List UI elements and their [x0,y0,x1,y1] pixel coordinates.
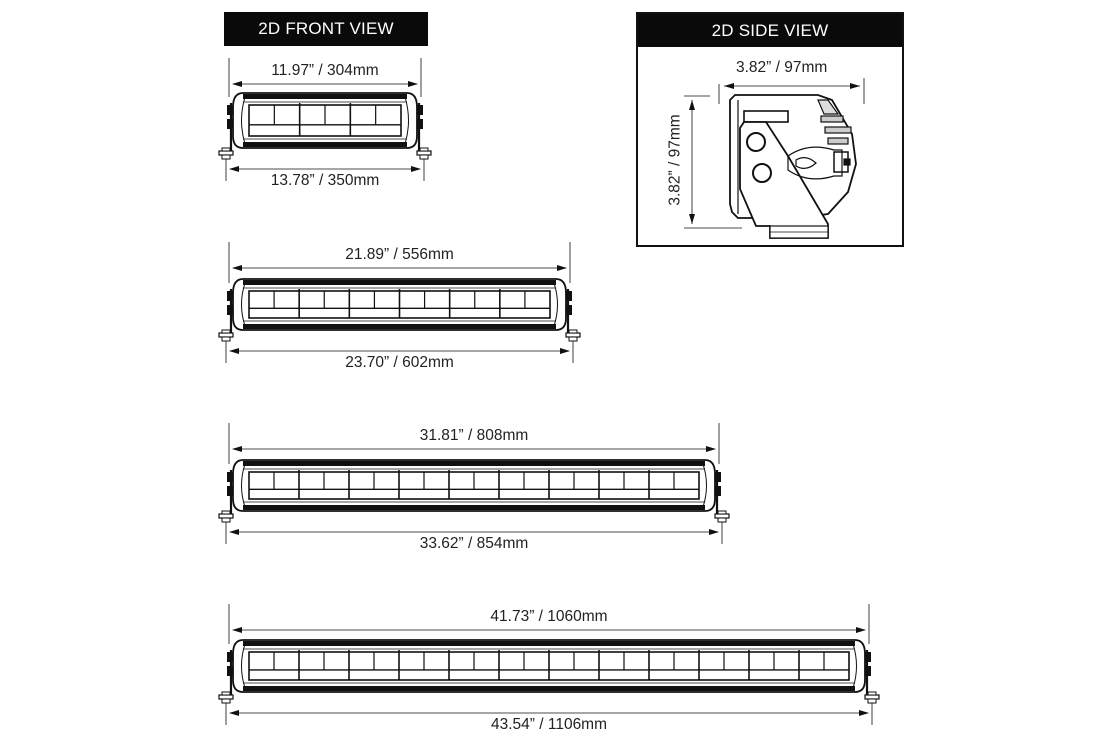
bar-1060mm-drawing [218,604,880,725]
bar-808mm-drawing [218,423,730,544]
bar-304mm-body-width-label: 11.97” / 304mm [271,62,379,79]
bar-808mm-overall-width-label: 33.62” / 854mm [419,535,529,552]
front-view-title: 2D FRONT VIEW [224,12,428,46]
side-view-drawing [684,78,865,239]
bar-304mm-overall-width-label: 13.78” / 350mm [270,172,380,189]
side-depth-label: 3.82” / 97mm [736,59,828,76]
bar-556mm-drawing [218,242,581,363]
bar-808mm-body-width-label: 31.81” / 808mm [419,427,529,444]
bar-1060mm-overall-width-label: 43.54” / 1106mm [490,716,608,733]
bar-1060mm-body-width-label: 41.73” / 1060mm [490,608,608,625]
bar-304mm-drawing [218,58,432,181]
bar-556mm-overall-width-label: 23.70” / 602mm [345,354,454,371]
side-view-title: 2D SIDE VIEW [638,14,902,47]
bar-556mm-body-width-label: 21.89” / 556mm [345,246,454,263]
side-view-panel: 2D SIDE VIEW 3.82” / 97mm 3.82” / 97mm [636,12,904,247]
